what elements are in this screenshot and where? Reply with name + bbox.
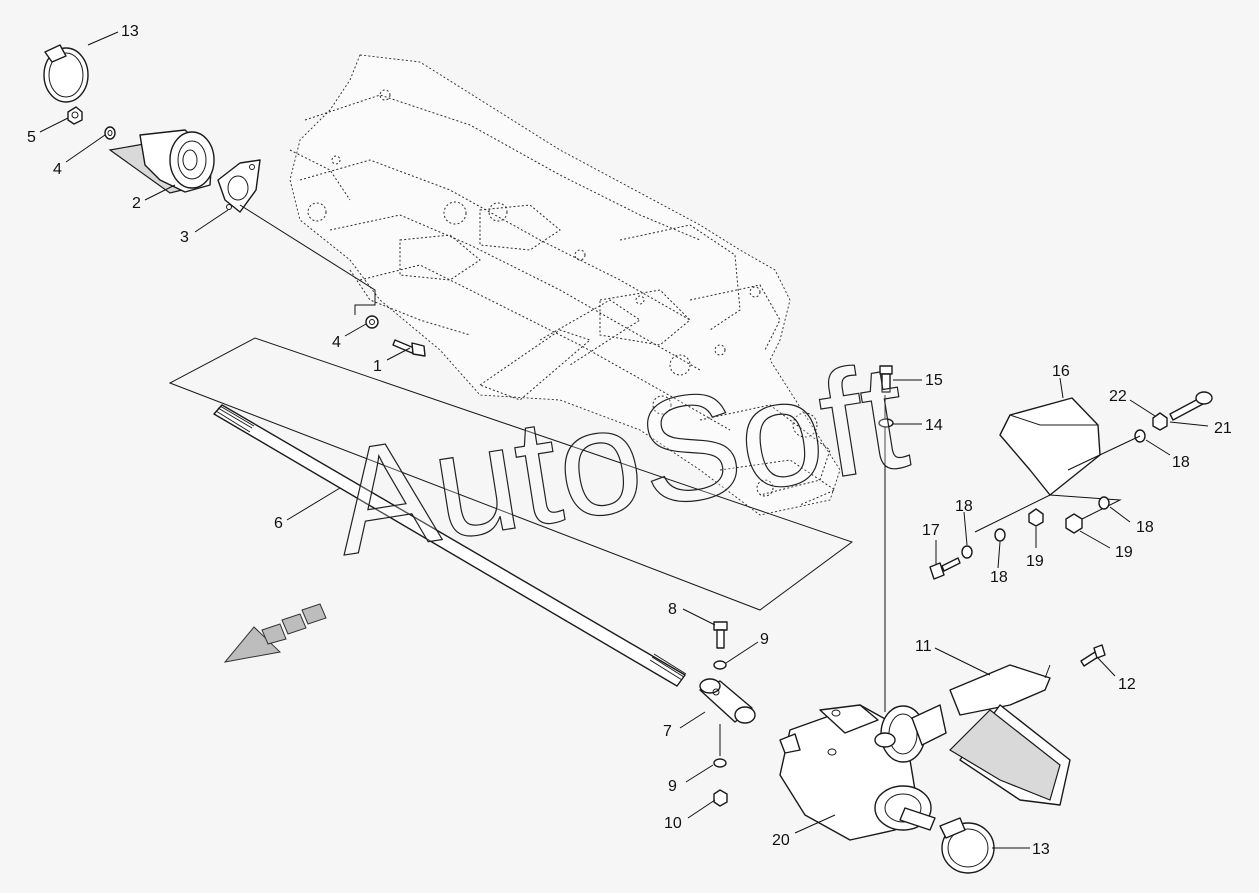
- callout-22: 22: [1109, 388, 1127, 405]
- assembly-leader-top: [239, 204, 376, 315]
- callout-17: 17: [922, 522, 940, 539]
- machine-frame: [289, 54, 841, 516]
- washer-18-a: [961, 545, 973, 559]
- bolt-12: [1080, 644, 1106, 667]
- bolt-15: [879, 365, 893, 393]
- callout-4-mid: 4: [332, 334, 341, 351]
- callout-13-bottom: 13: [1032, 841, 1050, 858]
- callout-19-left: 19: [1026, 553, 1044, 570]
- shaft-bounding-envelope: [168, 337, 854, 611]
- callout-14: 14: [925, 417, 943, 434]
- guard-11: [949, 664, 1071, 806]
- nut-22: [1152, 412, 1168, 431]
- bolt-8: [713, 621, 728, 649]
- callout-2: 2: [132, 195, 141, 212]
- callout-4-top: 4: [53, 161, 62, 178]
- bolt-17: [929, 557, 961, 580]
- callout-labels: 13 5 4 2 3 4 1 6 15 14 16 22 21 18 18 18…: [27, 23, 1232, 858]
- callout-21: 21: [1214, 420, 1232, 437]
- nut-5: [67, 106, 83, 125]
- washer-4-mid: [365, 315, 379, 329]
- washer-4-top: [104, 126, 116, 140]
- washer-9-bottom: [713, 758, 727, 768]
- callout-16: 16: [1052, 363, 1070, 380]
- callout-5: 5: [27, 129, 36, 146]
- hose-clamp-13-bottom: [939, 817, 995, 874]
- callout-18-right: 18: [1136, 519, 1154, 536]
- washer-14: [878, 418, 894, 428]
- bracket-outline: [974, 494, 1122, 533]
- drive-shaft-6: [213, 404, 687, 687]
- washer-18-b: [994, 528, 1006, 542]
- nut-10: [713, 789, 728, 807]
- shield-mount-line: [1067, 435, 1141, 471]
- hose-clamp-13-top: [43, 44, 89, 103]
- callout-18-lower: 18: [990, 569, 1008, 586]
- callout-1: 1: [373, 358, 382, 375]
- callout-18-shield: 18: [1172, 454, 1190, 471]
- callout-19-right: 19: [1115, 544, 1133, 561]
- callout-12: 12: [1118, 676, 1136, 693]
- eye-bolt-21: [1169, 391, 1213, 421]
- callout-15: 15: [925, 372, 943, 389]
- nut-19-b: [1065, 513, 1083, 534]
- washer-18-c: [1098, 496, 1110, 510]
- shield-16: [999, 397, 1101, 496]
- callout-6: 6: [274, 515, 283, 532]
- coupling-7: [699, 678, 756, 724]
- flange-3: [217, 159, 261, 213]
- callout-3: 3: [180, 229, 189, 246]
- callout-13-top: 13: [121, 23, 139, 40]
- callout-7: 7: [663, 723, 672, 740]
- callout-11: 11: [915, 638, 932, 655]
- forward-direction-arrow-icon: [223, 603, 327, 663]
- gearbox-20: [779, 704, 947, 841]
- callout-18-upper: 18: [955, 498, 973, 515]
- bearing-housing-2: [108, 129, 215, 194]
- washer-9-top: [713, 660, 727, 670]
- bolt-1: [392, 339, 426, 357]
- nut-19-a: [1028, 508, 1044, 527]
- callout-9-top: 9: [760, 631, 769, 648]
- callout-20: 20: [772, 832, 790, 849]
- callout-9-bottom: 9: [668, 778, 677, 795]
- callout-8: 8: [668, 601, 677, 618]
- callout-leaders: [39, 31, 1209, 849]
- callout-10: 10: [664, 815, 682, 832]
